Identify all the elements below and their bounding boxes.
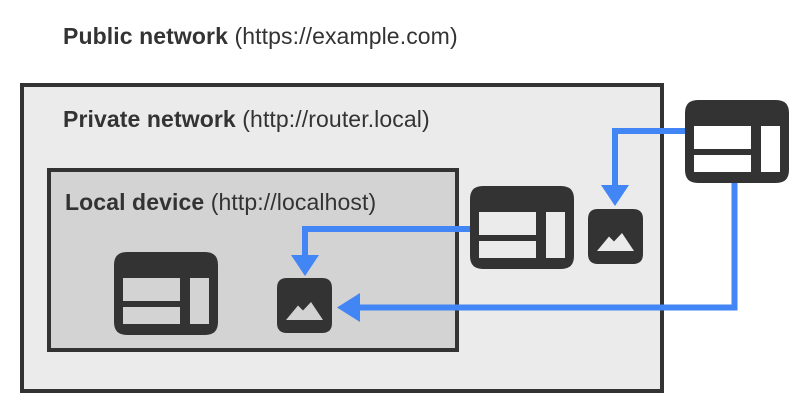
local-device-label-name: Local device xyxy=(65,189,205,215)
local-device-label: Local device (http://localhost) xyxy=(65,191,376,214)
private-network-label-url: (http://router.local) xyxy=(235,106,430,132)
private-network-label: Private network (http://router.local) xyxy=(63,108,430,131)
public-network-label-url: (https://example.com) xyxy=(227,23,458,49)
public-network-label: Public network (https://example.com) xyxy=(63,25,458,48)
public-website-icon xyxy=(685,100,789,183)
private-network-box: Private network (http://router.local) Lo… xyxy=(20,83,664,393)
public-network-label-name: Public network xyxy=(63,23,228,49)
private-network-label-name: Private network xyxy=(63,106,236,132)
local-device-label-url: (http://localhost) xyxy=(204,189,377,215)
local-device-box: Local device (http://localhost) xyxy=(47,168,459,352)
